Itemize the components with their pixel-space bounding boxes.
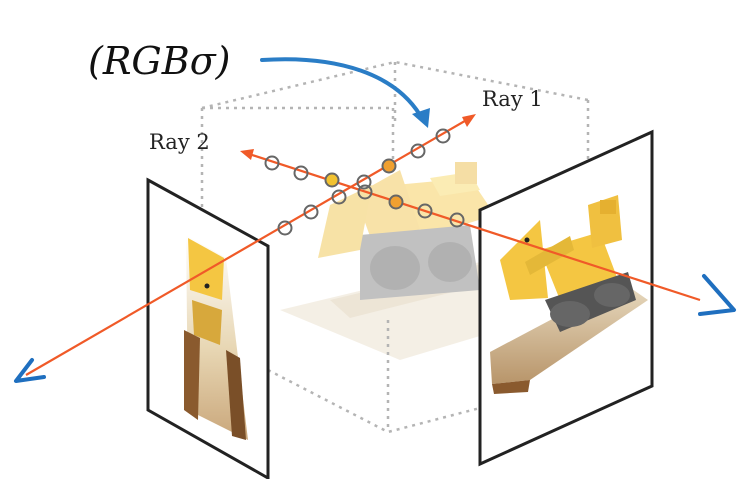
sample-point: [356, 174, 372, 190]
sample-point-hit: [324, 172, 340, 188]
ray-2-label: Ray 2: [149, 130, 210, 154]
ray-2-line: [245, 151, 701, 302]
pixel-point-right: [524, 237, 530, 243]
pixel-points: [204, 237, 530, 289]
sample-point: [435, 128, 451, 144]
rgb-sigma-label: (RGBσ): [88, 39, 230, 83]
sample-point: [331, 189, 347, 205]
ray-1-label: Ray 1: [482, 87, 543, 111]
sample-point: [449, 212, 465, 228]
sample-point-hit: [381, 158, 397, 174]
sample-points: [264, 128, 465, 236]
sample-point: [357, 184, 373, 200]
camera-right-icon: [698, 274, 736, 316]
ray-1-arrowhead: [462, 114, 476, 127]
bounding-box: [200, 60, 590, 434]
ray-2-arrowhead: [240, 149, 254, 160]
rgb-sigma-arrow: [260, 57, 430, 128]
sample-point: [293, 165, 309, 181]
pixel-point-left: [204, 283, 210, 289]
right-image-plane: [478, 129, 654, 467]
rays: [25, 117, 701, 376]
ray-arrowheads: [240, 114, 476, 160]
sample-point: [417, 203, 433, 219]
left-image-plane: [146, 177, 270, 479]
camera-left-icon: [14, 358, 46, 383]
sample-point: [303, 204, 319, 220]
sample-point-hit: [388, 194, 404, 210]
sample-point: [410, 143, 426, 159]
ray-1-line: [25, 117, 471, 376]
sample-point: [277, 220, 293, 236]
sample-point: [264, 155, 280, 171]
